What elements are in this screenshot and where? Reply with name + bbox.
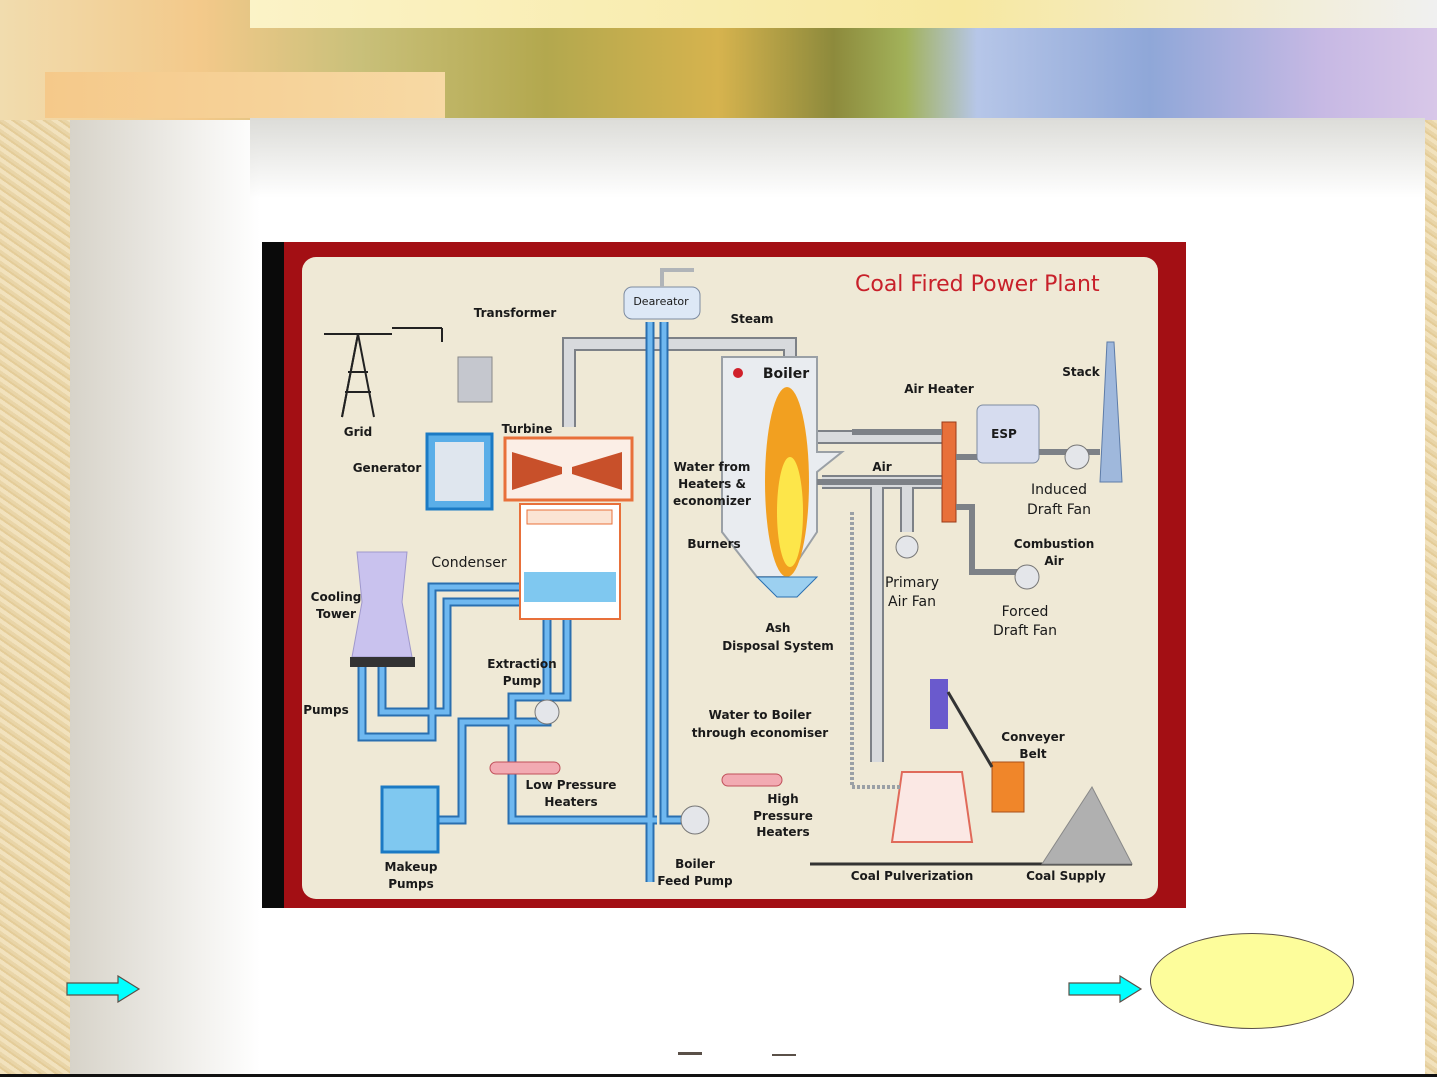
label-generator: Generator — [353, 461, 422, 475]
label-coal-pulverization: Coal Pulverization — [851, 869, 974, 883]
esp-icon — [976, 404, 1040, 464]
ash-hopper-icon — [755, 576, 819, 598]
label-lp-2: Heaters — [544, 795, 597, 809]
label-water-from-1: Water from — [674, 460, 751, 474]
label-makeup-1: Makeup — [385, 860, 438, 874]
label-water-boiler-1: Water to Boiler — [709, 708, 812, 722]
label-conveyer-2: Belt — [1019, 747, 1046, 761]
dash-mark — [678, 1052, 702, 1055]
coal-pile-icon — [1041, 786, 1133, 865]
air-heater-icon — [941, 421, 957, 523]
right-arrow-shape[interactable] — [1068, 975, 1144, 1003]
diagram-left-strip — [262, 242, 284, 908]
label-water-boiler-2: through economiser — [692, 726, 828, 740]
label-grid: Grid — [344, 425, 372, 439]
diagram-title: Coal Fired Power Plant — [855, 272, 1100, 297]
forced-draft-fan-icon — [1014, 564, 1040, 590]
label-makeup-2: Pumps — [388, 877, 434, 891]
hp-heater-icon — [721, 773, 783, 787]
label-ash-2: Disposal System — [722, 639, 834, 653]
conveyer-tower-icon — [991, 761, 1025, 813]
label-stack: Stack — [1062, 365, 1101, 379]
label-conveyer-1: Conveyer — [1001, 730, 1065, 744]
label-turbine: Turbine — [502, 422, 553, 436]
label-air-heater: Air Heater — [904, 382, 974, 396]
label-water-from-2: Heaters & — [678, 477, 746, 491]
slide-top-shadow — [250, 118, 1425, 198]
bottom-border — [0, 1074, 1437, 1077]
lp-heater-icon — [489, 761, 561, 775]
label-esp: ESP — [991, 427, 1017, 441]
primary-air-fan-icon — [895, 535, 919, 559]
transformer-icon — [457, 356, 493, 403]
coal-hopper-icon — [930, 679, 948, 729]
label-combustion-1: Combustion — [1014, 537, 1094, 551]
label-deareator: Deareator — [633, 295, 689, 308]
label-extraction-2: Pump — [503, 674, 542, 688]
label-hp-2: Pressure — [753, 809, 813, 823]
label-cooling-2: Tower — [316, 607, 356, 621]
banner-accent — [45, 72, 445, 118]
diagram-labels: Deareator Transformer Steam Boiler Air H… — [303, 295, 1106, 891]
label-primary-1: Primary — [885, 575, 939, 591]
conveyer-belt-icon — [946, 691, 994, 768]
dash-mark — [772, 1054, 796, 1056]
coal-power-plant-diagram: Coal Fired Power Plant Deareator Transfo… — [262, 242, 1186, 908]
label-transformer: Transformer — [474, 306, 557, 320]
label-combustion-2: Air — [1044, 554, 1063, 568]
label-bfp-1: Boiler — [675, 857, 715, 871]
left-arrow-shape[interactable] — [66, 975, 142, 1003]
label-air: Air — [872, 460, 891, 474]
label-induced-2: Draft Fan — [1027, 502, 1091, 518]
label-steam: Steam — [730, 312, 773, 326]
label-forced-1: Forced — [1002, 604, 1049, 620]
label-condenser: Condenser — [431, 555, 506, 571]
banner-highlight — [250, 0, 1437, 28]
label-hp-1: High — [767, 792, 798, 806]
label-cooling-1: Cooling — [311, 590, 362, 604]
coal-pulverizer-icon — [890, 771, 974, 843]
label-induced-1: Induced — [1031, 482, 1087, 498]
label-extraction-1: Extraction — [487, 657, 556, 671]
label-water-from-3: economizer — [673, 494, 751, 508]
yellow-ellipse-shape[interactable] — [1150, 933, 1354, 1029]
label-bfp-2: Feed Pump — [657, 874, 733, 888]
label-ash-1: Ash — [766, 621, 791, 635]
label-pumps: Pumps — [303, 703, 349, 717]
label-hp-3: Heaters — [756, 825, 809, 839]
makeup-tank-icon — [380, 785, 440, 854]
boiler-feed-pump-icon — [680, 805, 710, 835]
induced-draft-fan-icon — [1064, 444, 1090, 470]
stack-icon — [1099, 341, 1123, 483]
label-burners: Burners — [687, 537, 740, 551]
slide-shadow — [70, 120, 260, 1075]
label-coal-supply: Coal Supply — [1026, 869, 1106, 883]
label-lp-1: Low Pressure — [526, 778, 617, 792]
label-forced-2: Draft Fan — [993, 623, 1057, 639]
grid-tower-icon — [324, 327, 443, 418]
label-boiler: Boiler — [763, 366, 809, 382]
extraction-pump-icon — [534, 699, 560, 725]
label-primary-2: Air Fan — [888, 594, 936, 610]
